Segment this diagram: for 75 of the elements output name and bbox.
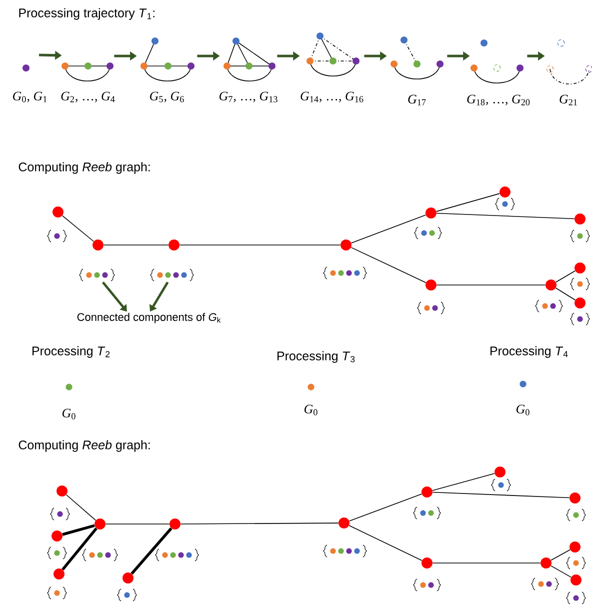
graph-label: G$_{21}$ bbox=[560, 94, 577, 106]
graph-edge bbox=[550, 565, 572, 578]
graph-edge bbox=[436, 212, 575, 220]
reeb-vertex bbox=[94, 518, 106, 530]
reeb-vertex bbox=[570, 574, 582, 586]
graph-snapshot-drawing bbox=[62, 62, 114, 82]
heading: Processing T$_{3}$ bbox=[278, 351, 355, 363]
graph-edge bbox=[436, 284, 546, 286]
graph-edge bbox=[348, 494, 422, 522]
graph-label: G$_{0}$ bbox=[62, 408, 76, 420]
reeb-vertex bbox=[570, 542, 580, 552]
heading: Computing Reeb graph: bbox=[18, 440, 150, 452]
graph-label: G$_{0}$ bbox=[516, 404, 530, 416]
reeb-vertex bbox=[92, 240, 104, 250]
component-set-drawing bbox=[79, 268, 115, 282]
graph-edge bbox=[432, 562, 541, 564]
reeb-vertex bbox=[340, 240, 352, 250]
graph-snapshot-drawing bbox=[546, 39, 592, 84]
reeb-vertex bbox=[52, 206, 64, 218]
graph-edge bbox=[350, 247, 426, 283]
reeb-vertex bbox=[570, 492, 580, 504]
graph-label: G$_{18}$, …, G$_{20}$ bbox=[467, 94, 530, 106]
component-set-drawing bbox=[150, 268, 194, 282]
graph-snapshot-drawing bbox=[140, 38, 194, 82]
reeb-vertex bbox=[170, 518, 180, 530]
reeb-vertex bbox=[52, 530, 62, 542]
graph-edge bbox=[62, 528, 98, 570]
graph-edge bbox=[432, 492, 570, 498]
graph-label: G$_{2}$, …, G$_{4}$ bbox=[61, 92, 115, 102]
graph-edge bbox=[180, 522, 339, 524]
reeb-vertex bbox=[574, 298, 586, 308]
graph-label: G$_{0}$, G$_{1}$ bbox=[13, 92, 47, 102]
graph-label: G$_{7}$, …, G$_{13}$ bbox=[220, 92, 278, 102]
graph-snapshot-drawing bbox=[224, 38, 276, 82]
graph-edge bbox=[66, 494, 96, 521]
reeb-vertex bbox=[338, 518, 350, 528]
reeb-vertex bbox=[168, 240, 180, 250]
graph-edge bbox=[62, 215, 94, 242]
graph-edge bbox=[350, 214, 426, 244]
graph-snapshot-drawing bbox=[470, 40, 524, 84]
reeb-vertex bbox=[500, 186, 510, 198]
graph-edge bbox=[348, 525, 422, 561]
graph-edge bbox=[432, 473, 495, 491]
reeb-vertex bbox=[426, 208, 436, 218]
graph-snapshot-drawing bbox=[390, 36, 444, 80]
heading: Computing Reeb graph: bbox=[18, 162, 150, 174]
reeb-vertex bbox=[494, 466, 506, 478]
heading: Processing trajectory T$_{1}$: bbox=[19, 8, 154, 20]
reeb-vertex bbox=[540, 558, 552, 568]
graph-snapshot-drawing bbox=[306, 32, 360, 76]
graph-edge bbox=[130, 527, 172, 575]
reeb-vertex bbox=[574, 214, 586, 224]
graph-edge bbox=[436, 193, 500, 212]
caption-text: Connected components of G$_{k}$ bbox=[77, 312, 221, 324]
graph-snapshot-drawing bbox=[22, 64, 30, 72]
graph-label: G$_{17}$ bbox=[408, 94, 426, 106]
reeb-vertex bbox=[56, 486, 68, 496]
graph-label: G$_{5}$, G$_{6}$ bbox=[150, 92, 184, 102]
graph-edge bbox=[62, 524, 95, 536]
graph-label: G$_{0}$ bbox=[304, 404, 318, 416]
graph-edge bbox=[179, 244, 341, 246]
reeb-vertex bbox=[426, 280, 436, 290]
reeb-vertex bbox=[422, 486, 432, 498]
graph-edge bbox=[556, 270, 576, 283]
reeb-vertex bbox=[422, 558, 432, 568]
reeb-vertex bbox=[54, 568, 64, 580]
graph-edge bbox=[555, 288, 576, 300]
graph-edge bbox=[103, 244, 169, 246]
graph-edge bbox=[550, 549, 570, 561]
heading: Processing T$_{2}$ bbox=[32, 346, 110, 358]
reeb-vertex bbox=[574, 262, 586, 274]
heading: Processing T$_{4}$ bbox=[490, 346, 568, 358]
graph-label: G$_{14}$, …, G$_{16}$ bbox=[300, 92, 364, 102]
reeb-vertex bbox=[122, 572, 134, 584]
reeb-vertex bbox=[546, 280, 556, 290]
